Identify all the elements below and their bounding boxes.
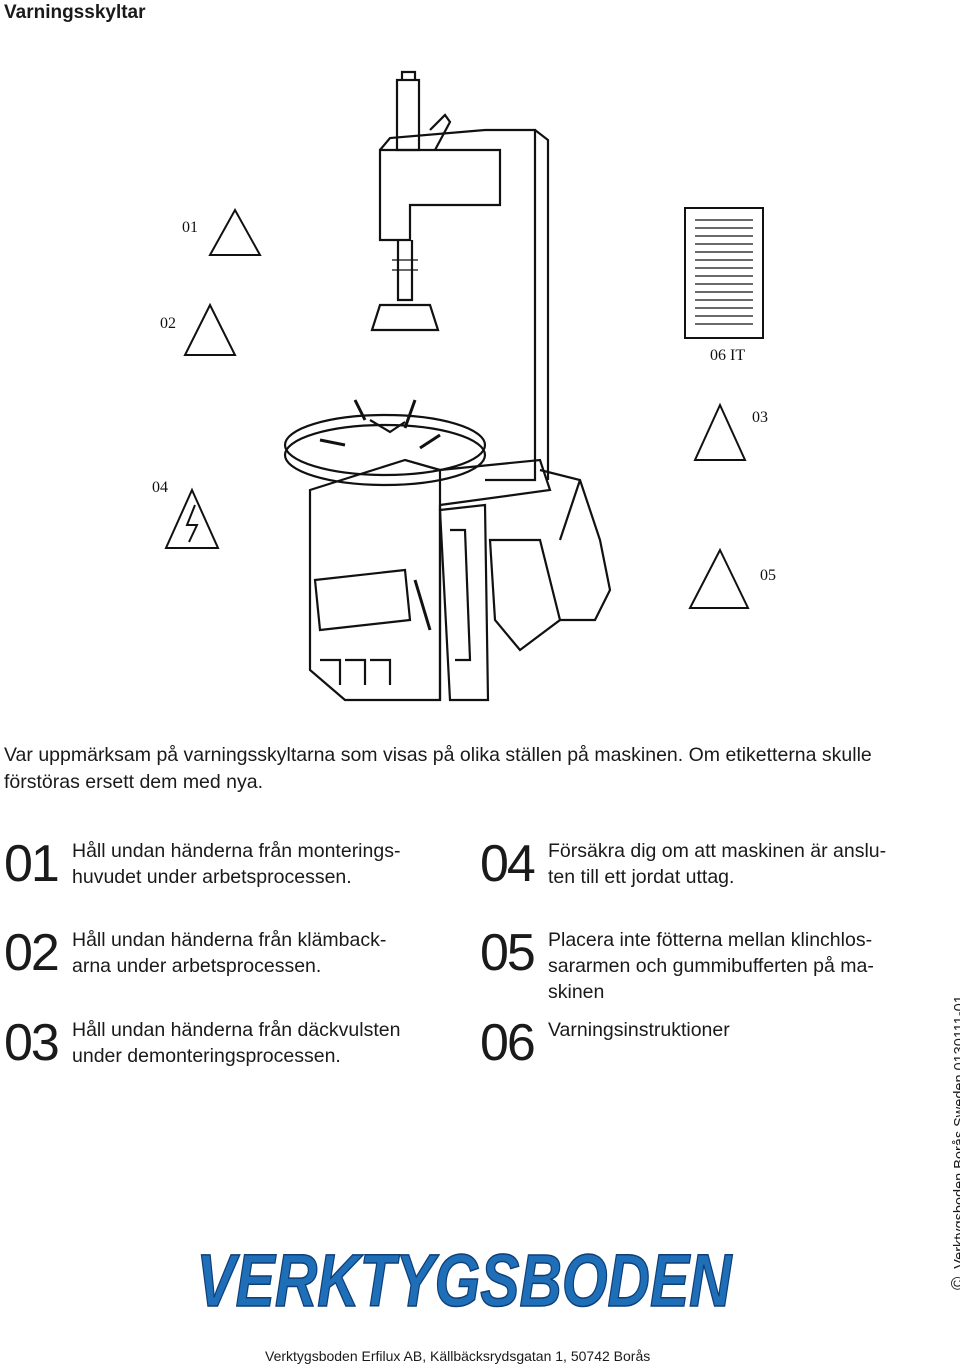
warning-number: 01 [4, 835, 60, 893]
warning-text: Placera inte fötterna mellan klinchlos- … [548, 929, 874, 1003]
warning-item-05: 05 Placera inte fötterna mellan klinchlo… [480, 927, 874, 1005]
warning-number: 03 [4, 1014, 60, 1072]
warning-item-06: 06 Varningsinstruktioner [480, 1017, 730, 1069]
svg-text:03: 03 [752, 409, 768, 426]
warning-number: 02 [4, 924, 60, 982]
warning-item-03: 03 Håll undan händerna från däckvulsten … [4, 1017, 400, 1069]
warning-number: 04 [480, 835, 536, 893]
logo-text: VERKTYGSBODEN [197, 1239, 733, 1322]
side-document-id: © Verktygsboden Borås Sweden 0130111-01 [948, 995, 960, 1290]
warning-item-04: 04 Försäkra dig om att maskinen är anslu… [480, 838, 886, 890]
svg-text:06 IT: 06 IT [710, 347, 745, 364]
copyright-symbol: © [948, 1277, 960, 1290]
warning-text: Försäkra dig om att maskinen är anslu- t… [548, 840, 887, 888]
verktygsboden-logo: VERKTYGSBODEN [196, 1238, 734, 1323]
instruction-sheet-06: 06 IT [684, 207, 764, 364]
warning-text: Håll undan händerna från monterings- huv… [72, 840, 401, 888]
svg-text:04: 04 [152, 479, 168, 496]
warning-label-04: 04 [152, 479, 220, 549]
warning-number: 06 [480, 1014, 536, 1072]
intro-text: Var uppmärksam på varningsskyltarna som … [4, 744, 872, 793]
warning-label-01: 01 [182, 207, 262, 256]
tire-changer-illustration: 01 02 03 04 05 06 IT [152, 70, 776, 702]
warning-item-02: 02 Håll undan händerna från klämback- ar… [4, 927, 386, 979]
warning-text: Håll undan händerna från däckvulsten und… [72, 1019, 401, 1067]
warning-text: Varningsinstruktioner [548, 1019, 730, 1041]
svg-text:01: 01 [182, 219, 198, 236]
footer-address: Verktygsboden Erfilux AB, Källbäcksrydsg… [265, 1348, 651, 1364]
warning-number: 05 [480, 924, 536, 982]
svg-text:02: 02 [160, 315, 176, 332]
page-title: Varningsskyltar [4, 2, 146, 23]
svg-text:05: 05 [760, 567, 776, 584]
warning-label-02: 02 [160, 302, 237, 356]
warning-item-01: 01 Håll undan händerna från monterings- … [4, 838, 400, 890]
side-text: Verktygsboden Borås Sweden 0130111-01 [952, 995, 960, 1269]
warning-label-05: 05 [688, 547, 776, 609]
warning-label-03: 03 [693, 402, 768, 461]
warning-text: Håll undan händerna från klämback- arna … [72, 929, 387, 977]
